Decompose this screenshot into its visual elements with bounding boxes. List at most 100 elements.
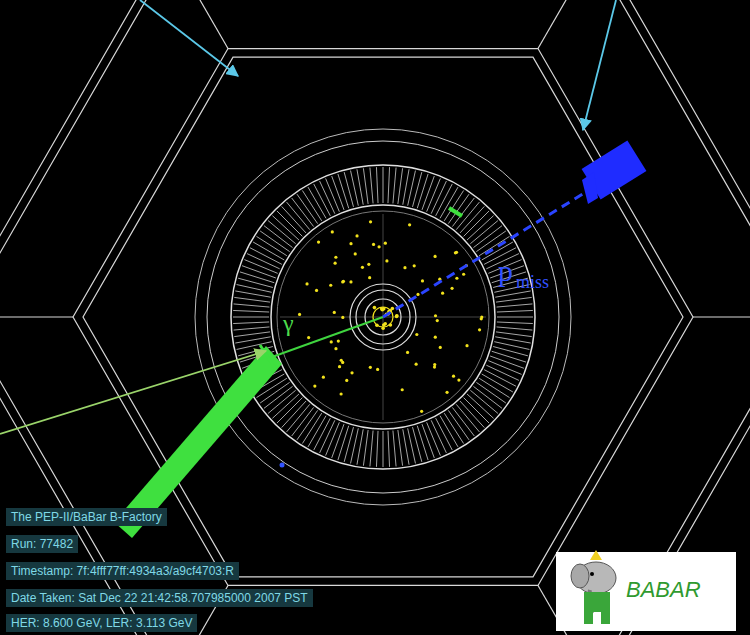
crystal <box>240 272 274 283</box>
crystal <box>398 430 403 466</box>
hit <box>334 262 337 265</box>
hit <box>340 392 343 395</box>
hit <box>333 311 336 314</box>
hit <box>331 230 334 233</box>
missing-momentum-box <box>582 172 598 204</box>
hexagon-joint <box>538 0 593 49</box>
logo-text: BABAR <box>626 577 701 603</box>
hit <box>305 282 308 285</box>
hit <box>372 243 375 246</box>
hit <box>330 340 333 343</box>
crystal <box>242 266 276 278</box>
crystal <box>320 420 335 453</box>
crystal <box>234 297 270 302</box>
hit <box>350 371 353 374</box>
crystal <box>363 430 368 466</box>
crystal <box>233 322 269 324</box>
hit <box>434 314 437 317</box>
crystal <box>486 365 519 380</box>
crystal <box>357 169 363 204</box>
hit <box>465 344 468 347</box>
hit <box>480 317 483 320</box>
hexagon-joint <box>173 0 228 49</box>
crystal <box>497 317 533 318</box>
hit <box>334 256 337 259</box>
crystal <box>383 431 384 467</box>
drift-chamber-hits <box>298 220 483 413</box>
hit <box>420 410 423 413</box>
crystal <box>493 347 528 356</box>
info-line: The PEP-II/BaBar B-Factory <box>6 508 167 526</box>
hit <box>377 245 380 248</box>
hit <box>342 280 345 283</box>
hit <box>345 379 348 382</box>
crystal <box>427 422 441 455</box>
crystal <box>344 427 353 462</box>
hit <box>337 339 340 342</box>
photon-label: γ <box>283 310 294 337</box>
crystal <box>496 297 532 302</box>
hit <box>462 273 465 276</box>
crystal <box>234 304 270 307</box>
hit <box>349 242 352 245</box>
hit <box>415 363 418 366</box>
crystal <box>314 184 331 216</box>
crystal <box>247 254 280 269</box>
crystal <box>326 422 340 455</box>
crystal <box>235 291 270 297</box>
hit <box>307 336 310 339</box>
hit <box>369 366 372 369</box>
cluster-hit <box>260 345 276 370</box>
crystal <box>351 171 359 206</box>
cluster-hit <box>449 208 462 216</box>
pointer-arrow <box>583 0 616 130</box>
hit <box>349 280 352 283</box>
crystal <box>233 317 269 318</box>
crystal <box>393 168 396 204</box>
hit <box>313 384 316 387</box>
crystal <box>398 168 403 204</box>
crystal <box>413 172 422 207</box>
crystal <box>357 429 363 464</box>
hit <box>415 333 418 336</box>
hit <box>452 375 455 378</box>
crystal <box>234 327 270 330</box>
crystal <box>417 174 428 208</box>
hit <box>298 313 301 316</box>
crystal <box>320 181 335 214</box>
hit <box>355 234 358 237</box>
hit <box>368 276 371 279</box>
hit-dot <box>280 463 285 468</box>
crystal <box>326 178 340 211</box>
crystal <box>393 431 396 467</box>
crystal <box>235 337 270 343</box>
hit <box>381 308 385 312</box>
hit <box>395 315 399 319</box>
info-line: Timestamp: 7f:4fff77ff:4934a3/a9cf4703:R <box>6 562 239 580</box>
pointer-arrow <box>0 351 266 434</box>
crystal <box>436 418 453 450</box>
crystal <box>370 168 373 204</box>
hit <box>455 251 458 254</box>
momentum-subscript: miss <box>516 272 549 293</box>
crystal <box>408 428 416 463</box>
hit <box>384 242 387 245</box>
babar-logo <box>556 550 736 631</box>
hit <box>354 252 357 255</box>
hit <box>341 361 344 364</box>
hit <box>455 277 458 280</box>
hit <box>408 223 411 226</box>
hit <box>450 287 453 290</box>
crystal <box>233 310 269 312</box>
crystal <box>363 168 368 204</box>
crystal <box>403 429 409 464</box>
crystal <box>338 174 349 208</box>
crystal <box>497 310 533 312</box>
crystal <box>497 304 533 307</box>
hit <box>341 280 344 283</box>
crystal <box>495 337 530 343</box>
hit <box>361 266 364 269</box>
crystal <box>388 431 390 467</box>
